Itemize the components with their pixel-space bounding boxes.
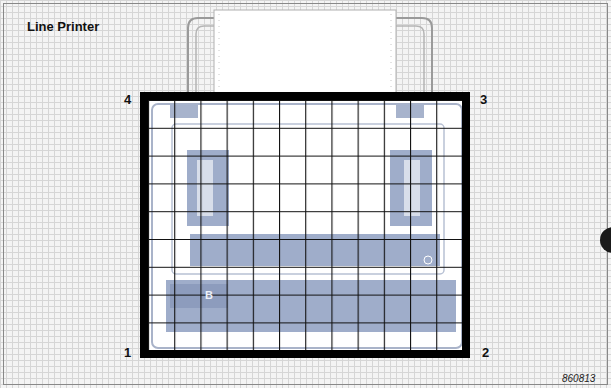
measuring-grid xyxy=(148,100,462,350)
figure-code: 860813 xyxy=(562,374,595,384)
corner-number: 4 xyxy=(124,93,131,106)
page-tab xyxy=(600,227,611,253)
corner-number: 1 xyxy=(124,346,131,359)
frame-ground xyxy=(144,96,466,354)
paper-sheet xyxy=(214,10,396,106)
corner-number: 2 xyxy=(482,346,489,359)
grid-frame xyxy=(144,96,466,354)
panel-mark: B xyxy=(205,290,213,301)
figure-border xyxy=(4,4,608,385)
figure-title: Line Printer xyxy=(27,20,99,33)
corner-number: 3 xyxy=(480,93,487,106)
tractor-holes xyxy=(219,14,391,104)
